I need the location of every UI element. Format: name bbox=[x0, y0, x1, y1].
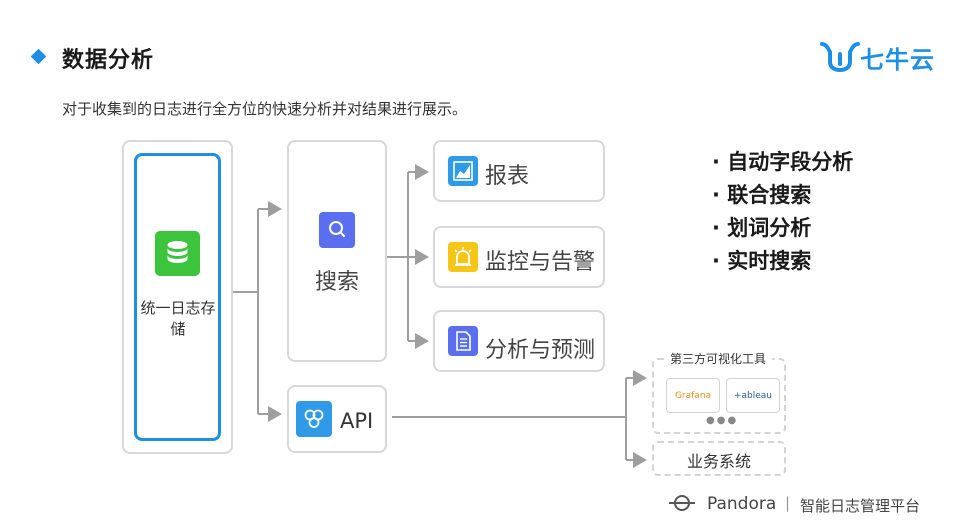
feature-item: · 自动字段分析 bbox=[712, 150, 854, 174]
tableau-label: +ableau bbox=[733, 390, 773, 401]
database-icon bbox=[155, 231, 200, 276]
storage-node[interactable] bbox=[134, 153, 221, 441]
feature-label: 联合搜索 bbox=[727, 183, 812, 207]
feature-item: · 实时搜索 bbox=[712, 249, 812, 273]
footer-separator: | bbox=[785, 494, 791, 512]
analysis-predict-label: 分析与预测 bbox=[485, 338, 596, 363]
page-subtitle: 对于收集到的日志进行全方位的快速分析并对结果进行展示。 bbox=[62, 100, 468, 118]
api-node[interactable] bbox=[287, 385, 387, 453]
business-system-node[interactable] bbox=[652, 441, 786, 476]
monitor-alert-label: 监控与告警 bbox=[485, 250, 596, 275]
storage-outer-frame bbox=[122, 140, 233, 454]
output-node-report[interactable] bbox=[433, 140, 605, 202]
report-chart-icon bbox=[448, 156, 478, 186]
output-node-predict[interactable] bbox=[433, 310, 605, 372]
feature-label: 划词分析 bbox=[727, 216, 812, 240]
api-label: API bbox=[340, 409, 374, 433]
report-label: 报表 bbox=[485, 164, 530, 189]
alarm-icon bbox=[448, 242, 478, 272]
api-hexagon-icon bbox=[296, 401, 332, 437]
storage-label: 统一日志存储 bbox=[140, 299, 216, 338]
footer-brand: Pandora bbox=[707, 494, 777, 514]
pandora-logo-icon bbox=[669, 495, 695, 511]
business-system-label: 业务系统 bbox=[686, 452, 751, 471]
third-party-title: 第三方可视化工具 bbox=[664, 350, 773, 367]
logo-text: 七牛云 bbox=[860, 46, 935, 74]
grafana-logo[interactable]: Grafana bbox=[666, 378, 720, 413]
footer-slogan: 智能日志管理平台 bbox=[800, 497, 921, 515]
document-icon bbox=[448, 326, 478, 356]
tableau-logo[interactable]: +ableau bbox=[726, 378, 780, 413]
page-title: 数据分析 bbox=[62, 48, 155, 73]
grafana-label: Grafana bbox=[674, 390, 712, 401]
search-icon bbox=[319, 212, 355, 248]
more-tools-ellipsis: ●●● bbox=[706, 415, 739, 426]
feature-item: · 联合搜索 bbox=[712, 183, 812, 207]
search-label: 搜索 bbox=[314, 270, 359, 295]
qiniu-logo-icon bbox=[820, 42, 860, 72]
feature-label: 实时搜索 bbox=[727, 249, 812, 273]
output-node-monitor[interactable] bbox=[433, 226, 605, 288]
search-node[interactable] bbox=[287, 140, 387, 362]
feature-item: · 划词分析 bbox=[712, 216, 812, 240]
feature-label: 自动字段分析 bbox=[727, 150, 854, 174]
